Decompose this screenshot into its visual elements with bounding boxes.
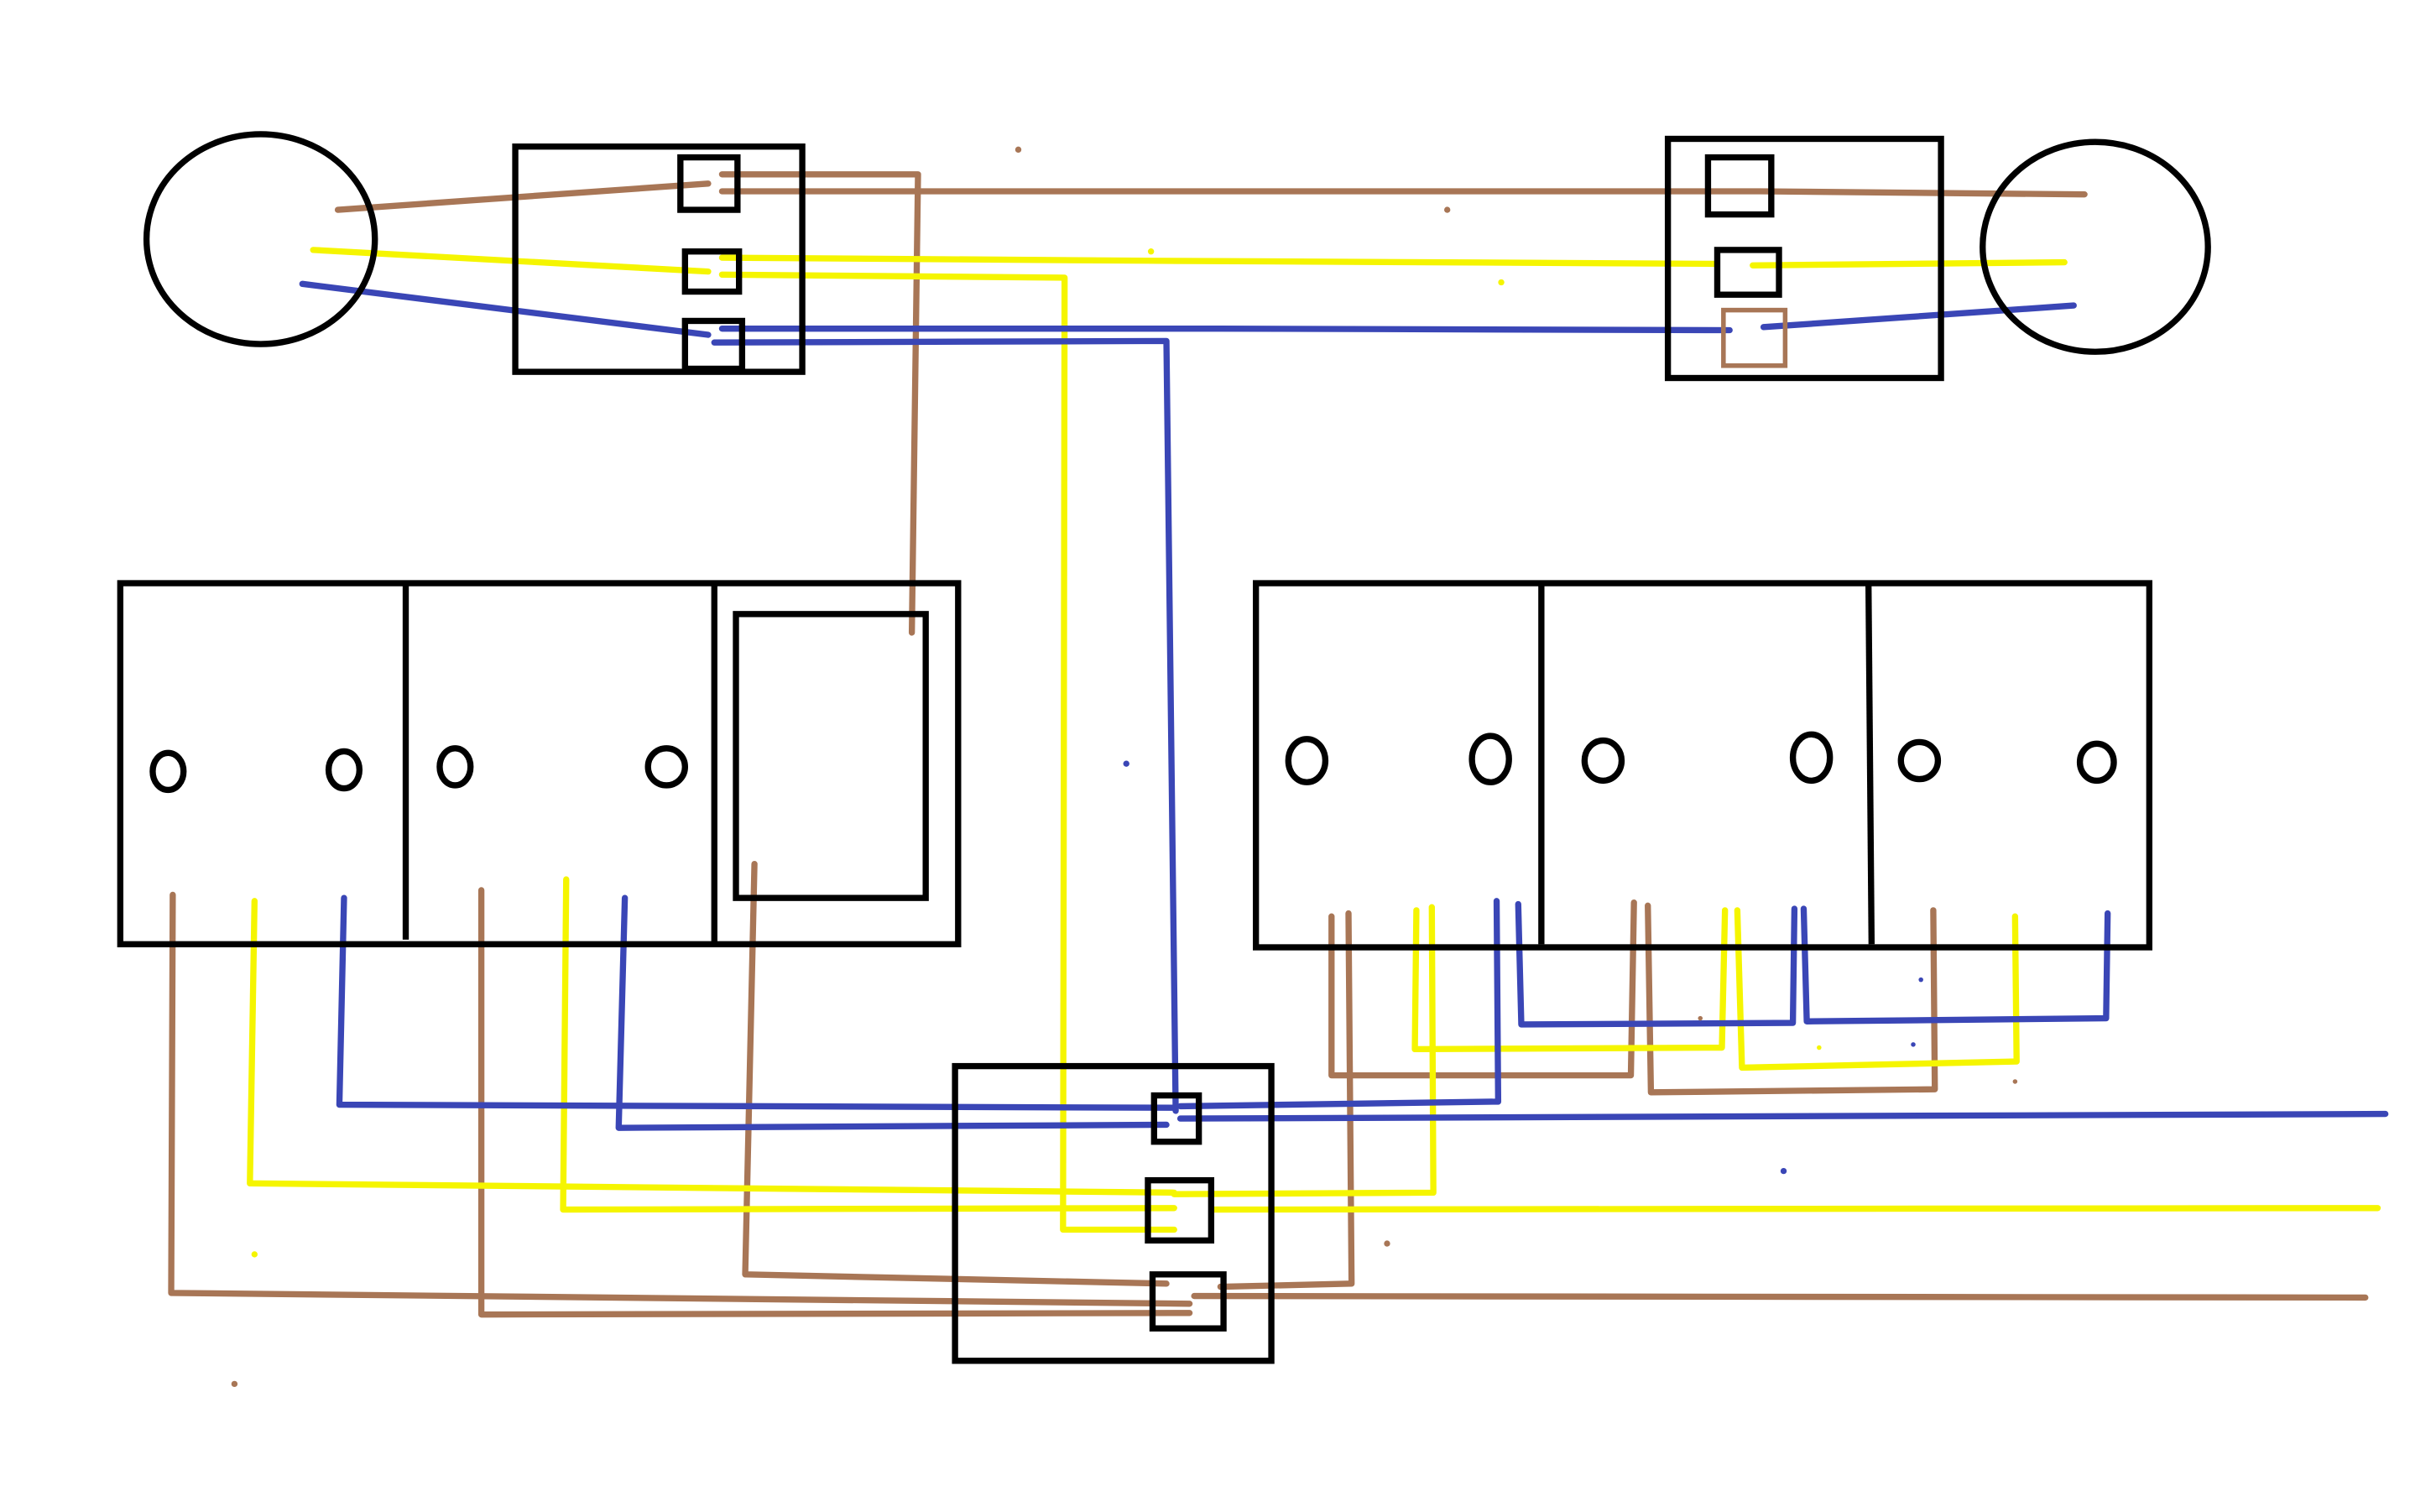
switch-rocker: [733, 611, 929, 901]
socket-hole: [325, 748, 363, 792]
blue-wires: [299, 280, 2389, 1131]
blue-wire-right-bridge-b: [1800, 905, 2111, 1025]
blue-wire-outlet1-to-junction: [336, 894, 1177, 1111]
yellow-wire-box1-to-junction: [718, 271, 1177, 1233]
panel-outline: [1253, 580, 2153, 951]
yellow-wire-right-bridge-b: [1734, 907, 2020, 1071]
box-outline: [512, 143, 806, 375]
speck: [251, 1251, 258, 1258]
speck: [2012, 1079, 2018, 1084]
speck: [231, 1380, 238, 1388]
terminal-brown: [1704, 154, 1775, 218]
junction-box-top-right: [1664, 135, 1944, 382]
yellow-wire-junction-to-feed: [1209, 1205, 2381, 1213]
speck: [1384, 1240, 1390, 1247]
terminal-blue: [681, 317, 746, 373]
brown-wire-outlet2-to-junction: [477, 887, 1193, 1318]
socket-hole: [1897, 738, 1942, 783]
speck: [1444, 206, 1451, 213]
paint-specks: [231, 146, 2018, 1388]
socket-hole: [2076, 740, 2117, 785]
yellow-wire-box1-to-box2: [718, 254, 1718, 268]
speck: [1698, 1015, 1703, 1021]
brown-wire-right-bridge-a: [1328, 899, 1637, 1079]
speck: [1147, 248, 1155, 255]
yellow-wire-outlet2-to-junction: [560, 876, 1177, 1213]
socket-hole: [644, 745, 689, 789]
panel-divider: [1865, 583, 1875, 945]
speck: [1911, 1042, 1916, 1047]
blue-wire-outlet2-to-junction: [615, 894, 1170, 1131]
terminal-yellow: [1714, 247, 1782, 298]
blue-wire-lamp1-to-box1: [299, 280, 712, 338]
blue-wire-junction-to-right-outlets: [1176, 898, 1502, 1110]
junction-box-top-left: [512, 143, 806, 375]
terminal-brown: [1149, 1271, 1227, 1332]
yellow-wire-junction-to-right-outlets: [1171, 904, 1437, 1197]
socket-hole: [149, 749, 187, 794]
speck: [1498, 279, 1505, 286]
brown-wire-panel-left-to-junction: [742, 861, 1170, 1287]
terminal-brown: [677, 154, 741, 213]
brown-wire-outlet1-to-junction: [168, 891, 1193, 1307]
blue-wire-box1-to-junction: [711, 337, 1179, 1114]
blue-wire-junction-to-feed: [1176, 1110, 2389, 1122]
speck: [1780, 1167, 1787, 1175]
terminal-yellow: [1145, 1176, 1215, 1244]
socket-hole: [1468, 733, 1512, 785]
blue-wire-box1-to-box2: [718, 325, 1733, 334]
yellow-wire-lamp1-to-box1: [310, 247, 712, 275]
speck: [1918, 977, 1923, 983]
brown-wire-right-bridge-b: [1645, 902, 1938, 1096]
terminal-yellow: [681, 248, 743, 295]
speck: [1817, 1045, 1822, 1051]
brown-wire-box1-to-panel-left: [718, 171, 921, 636]
terminal-blue: [1150, 1092, 1202, 1145]
brown-wires: [168, 171, 2369, 1318]
blue-wire-box2-to-lamp2: [1760, 302, 2077, 331]
terminal-blue: [1721, 307, 1788, 368]
junction-box-bottom: [952, 1062, 1275, 1364]
blue-wire-right-bridge-a: [1515, 900, 1798, 1028]
brown-wire-junction-to-feed: [1191, 1292, 2369, 1301]
ceiling-lamp-left: [143, 131, 378, 347]
socket-hole: [1581, 737, 1625, 785]
brown-wire-lamp1-to-box1: [334, 180, 712, 213]
yellow-wire-outlet1-to-junction: [247, 898, 1177, 1197]
socket-hole: [1789, 731, 1834, 785]
socket-hole: [1285, 736, 1329, 785]
box-outline: [952, 1062, 1275, 1364]
socket-hole: [436, 745, 474, 789]
panel-outline: [117, 580, 962, 948]
brown-wire-junction-to-right-outlets: [1217, 910, 1355, 1290]
brown-wire-box1-to-box2: [718, 188, 2088, 198]
wall-panel-left: [117, 580, 962, 948]
yellow-wires: [247, 247, 2381, 1233]
wall-panel-right: [1253, 580, 2153, 951]
box-outline: [1664, 135, 1944, 382]
yellow-wire-right-bridge-a: [1411, 907, 1729, 1053]
yellow-wire-box2-to-lamp2: [1750, 258, 2068, 269]
ceiling-lamp-right: [1980, 138, 2211, 355]
speck: [1123, 760, 1129, 767]
speck: [1015, 146, 1022, 154]
